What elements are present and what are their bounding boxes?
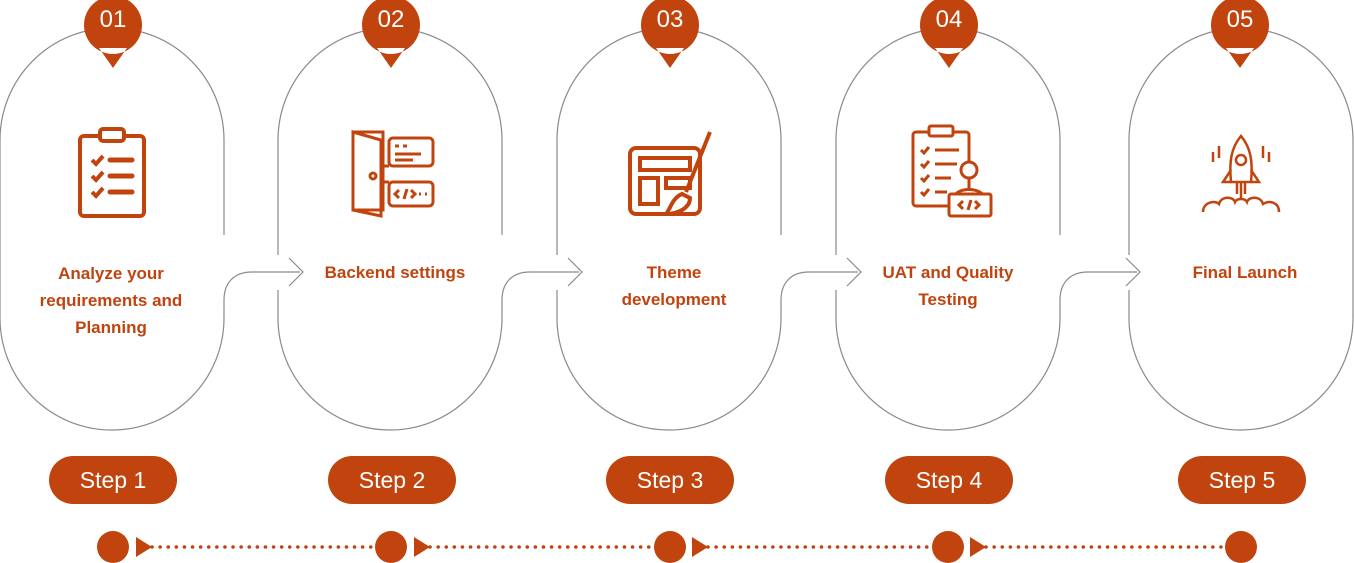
step-3-capsule-bottom [556,290,782,431]
step-4-title: UAT and Quality Testing [848,259,1048,313]
arrowhead-3 [846,257,862,287]
timeline-dot-3 [654,531,686,563]
step-3-number-pin: 03 [641,0,699,70]
arrowhead-1 [288,257,304,287]
timeline-dot-4 [932,531,964,563]
step-3-title: Theme development [574,259,774,313]
step-4-capsule-bottom [835,290,1061,431]
connector-1 [223,271,300,301]
step-5-number: 05 [1226,6,1254,33]
step-2-capsule-bottom [277,290,503,431]
step-3-title-line-1: Theme [646,263,702,282]
step-1-number-pin: 01 [84,0,142,70]
step-1-title: Analyze your requirements and Planning [11,260,211,341]
step-4-number-pin: 04 [920,0,978,70]
step-2-title-line-1: Backend settings [324,263,466,282]
clipboard-checklist-icon [78,127,146,218]
arrowhead-4 [1125,257,1141,287]
timeline-dot-5 [1225,531,1257,563]
step-2-number-pin: 02 [362,0,420,70]
step-4-title-line-2: Testing [918,290,978,309]
map-pin-icon [84,0,142,68]
timeline-arrows [136,537,986,557]
step-2-button[interactable]: Step 2 [328,456,456,504]
step-5-title: Final Launch [1145,259,1345,286]
step-2-title: Backend settings [295,259,495,286]
step-1-number: 01 [99,6,127,33]
connector-4 [1059,271,1137,301]
layout-paintbrush-icon [628,131,712,217]
timeline-dot-2 [375,531,407,563]
timeline-arrow-4 [970,537,986,557]
map-pin-icon [1211,0,1269,68]
timeline-dot-1 [97,531,129,563]
map-pin-icon [920,0,978,68]
step-5-button[interactable]: Step 5 [1178,456,1306,504]
connector-3 [780,271,858,301]
map-pin-icon [362,0,420,68]
step-2-number: 02 [377,6,405,33]
step-5-capsule [1128,27,1354,431]
step-1-title-line-2: requirements and [39,291,183,310]
step-5-title-line-1: Final Launch [1192,263,1298,282]
map-pin-icon [641,0,699,68]
timeline-arrow-3 [692,537,708,557]
step-1-title-line-3: Planning [75,318,147,337]
step-3-button[interactable]: Step 3 [606,456,734,504]
tester-checklist-laptop-icon [911,124,993,218]
step-1-title-line-1: Analyze your [58,264,164,283]
step-4-title-line-1: UAT and Quality [882,263,1014,282]
timeline-arrow-1 [136,537,152,557]
step-1-button[interactable]: Step 1 [49,456,177,504]
step-4-button[interactable]: Step 4 [885,456,1013,504]
connector-2 [501,271,579,301]
step-4-number: 04 [935,6,963,33]
timeline-arrow-2 [414,537,430,557]
step-1-capsule [0,27,225,431]
step-3-number: 03 [656,6,684,33]
arrowhead-2 [567,257,583,287]
step-3-title-line-2: development [621,290,727,309]
door-code-panel-icon [351,130,435,218]
rocket-launch-icon [1201,134,1281,213]
step-5-number-pin: 05 [1211,0,1269,70]
